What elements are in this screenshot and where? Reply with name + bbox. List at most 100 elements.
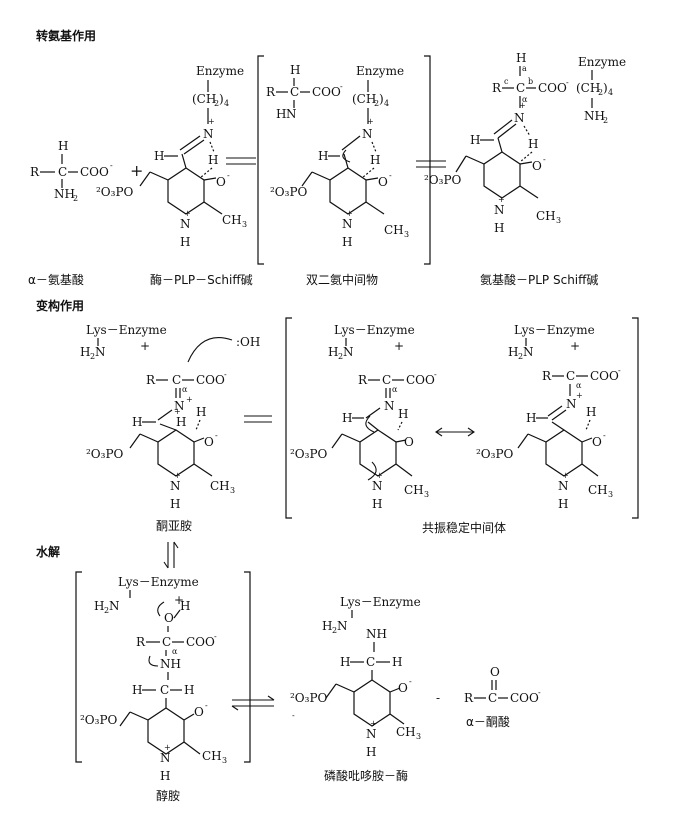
svg-text:COO: COO [590,369,619,383]
svg-text:C: C [366,655,375,669]
svg-text:N: N [180,217,191,231]
svg-text:H: H [176,415,186,429]
svg-text:N: N [170,479,181,493]
svg-text:O: O [194,705,204,719]
label-aa-plp-schiff: 氨基酸－PLP Schiff碱 [480,272,598,287]
label-pmp-enzyme: 磷酸吡哆胺－酶 [324,768,408,783]
svg-text:N: N [384,399,395,413]
svg-text:4: 4 [224,99,229,108]
svg-text:O: O [216,175,226,189]
svg-text:α: α [522,95,528,104]
svg-text:H: H [398,407,408,421]
svg-text:C: C [160,683,169,697]
svg-text:+: + [164,743,171,752]
svg-text:α: α [182,385,188,394]
svg-text:+: + [346,209,353,218]
svg-text:N: N [566,397,577,411]
svg-text:2: 2 [104,606,109,615]
section-title-isomerization: 变构作用 [36,298,84,313]
svg-text:N: N [160,751,171,765]
svg-text:(CH: (CH [352,92,376,106]
svg-text:H: H [180,599,190,613]
svg-text:-: - [205,701,208,710]
svg-text:-: - [434,370,437,379]
svg-text:COO: COO [510,691,539,705]
svg-text:O: O [398,681,408,695]
svg-text:N: N [366,727,377,741]
svg-text:N: N [494,203,505,217]
svg-text:²O₃PO: ²O₃PO [86,447,124,461]
svg-text:+: + [184,209,191,218]
svg-text:+: + [208,117,215,126]
svg-text:N: N [174,399,185,413]
svg-text:-: - [566,78,569,87]
svg-text:H: H [328,345,338,359]
svg-text:2: 2 [214,99,219,108]
svg-text:+: + [519,101,526,110]
section-title-transamination: 转氨基作用 [36,28,96,43]
svg-text:Lys－Enzyme: Lys－Enzyme [334,323,415,337]
svg-text:(CH: (CH [192,92,216,106]
svg-text:+: + [394,339,404,353]
alpha-keto-acid-structure: O R C COO - [464,665,541,705]
svg-text:O: O [532,159,542,173]
equilibrium-arrow-2 [416,160,446,168]
svg-text:H: H [370,153,380,167]
ketimine-structure: Lys－Enzyme H 2 N + :OH R C COO - α N + H… [80,323,260,511]
svg-text:α: α [172,647,178,656]
svg-text:COO: COO [312,85,341,99]
svg-text:3: 3 [556,216,561,225]
svg-text:N: N [95,345,106,359]
svg-text:H: H [80,345,90,359]
svg-text:Enzyme: Enzyme [196,64,244,78]
svg-text:O: O [490,665,500,679]
svg-text:Lys－Enzyme: Lys－Enzyme [514,323,595,337]
svg-text:H: H [318,149,328,163]
svg-text:+: + [498,195,505,204]
svg-text:C: C [162,635,171,649]
svg-text:-: - [340,82,343,91]
svg-text:COO: COO [196,373,225,387]
svg-text:NH: NH [160,657,181,671]
svg-text:COO: COO [406,373,435,387]
equilibrium-arrow-vertical [163,541,179,569]
svg-text:H: H [290,63,300,77]
svg-text:Lys－Enzyme: Lys－Enzyme [86,323,167,337]
svg-text:N: N [343,345,354,359]
svg-text:NH: NH [584,109,605,123]
gem-diamine-structure: H R C COO - H N Enzyme (CH 2 ) 4 N + H H… [257,55,431,265]
svg-text:Enzyme: Enzyme [578,55,626,69]
svg-text:CH: CH [384,223,404,237]
svg-text:+: + [376,471,383,480]
section-title-hydrolysis: 水解 [36,544,60,559]
svg-text:N: N [203,127,214,141]
svg-text:CH: CH [222,213,242,227]
svg-text:R: R [136,635,146,649]
svg-text:-: - [618,366,621,375]
svg-text:R: R [30,165,40,179]
svg-text:a: a [522,64,527,73]
aa-plp-schiff-structure: H a R c C b COO - α N + H H O - ²O₃PO N … [424,51,626,235]
svg-text:N: N [337,619,348,633]
svg-text:-: - [110,161,113,170]
resonance-structure-a: Lys－Enzyme H 2 N + R C COO - α N H H O ²… [290,323,437,511]
svg-text:3: 3 [222,756,227,765]
svg-text:C: C [382,373,391,387]
svg-text:COO: COO [538,81,567,95]
svg-text:3: 3 [230,486,235,495]
alpha-amino-acid-structure: H R C COO - NH 2 + [30,139,143,203]
svg-text:b: b [528,77,533,86]
label-ketimine: 酮亚胺 [156,519,192,533]
svg-text:Enzyme: Enzyme [356,64,404,78]
svg-text:α: α [392,385,398,394]
svg-text:-: - [292,711,295,720]
svg-text:H: H [586,405,596,419]
svg-text:H: H [342,235,352,249]
label-alpha-amino-acid: α－氨基酸 [28,272,84,287]
svg-text:H: H [154,149,164,163]
svg-text:N: N [523,345,534,359]
svg-text:-: - [389,171,392,180]
svg-text:H: H [170,497,180,511]
svg-text:2: 2 [90,352,95,361]
